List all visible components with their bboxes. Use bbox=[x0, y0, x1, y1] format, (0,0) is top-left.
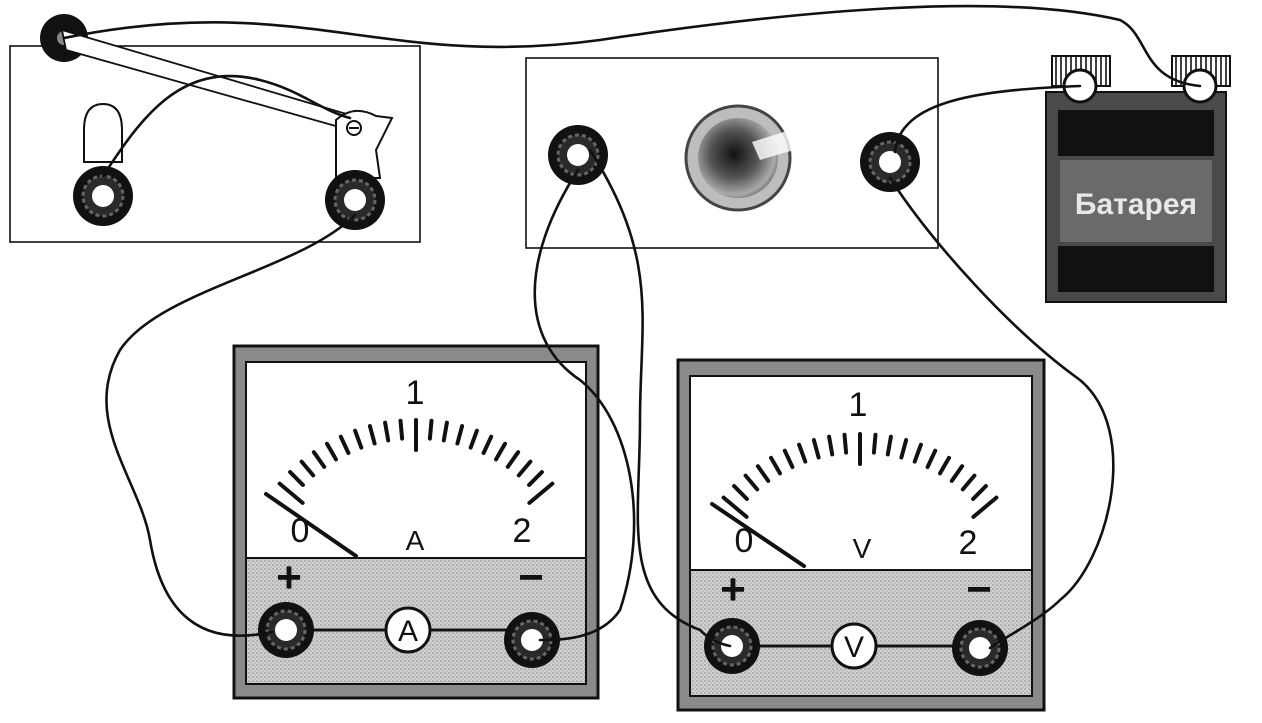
voltmeter-tick bbox=[732, 484, 749, 501]
wire-lamp-to-voltmeter-minus bbox=[888, 176, 1115, 650]
ammeter-tick bbox=[527, 470, 544, 487]
voltmeter-tick bbox=[755, 464, 771, 483]
wire-lamp-to-ammeter bbox=[533, 168, 636, 642]
ammeter-tick bbox=[325, 441, 338, 462]
ammeter-tick bbox=[468, 428, 479, 450]
lamp-bulb bbox=[684, 104, 794, 212]
ammeter-tick bbox=[505, 450, 521, 469]
voltmeter-tick bbox=[925, 448, 938, 469]
ammeter-badge-letter: A bbox=[398, 615, 418, 648]
ammeter-badge bbox=[384, 606, 432, 654]
ammeter-tick bbox=[299, 459, 316, 478]
ammeter-terminal-plus[interactable] bbox=[258, 602, 314, 658]
voltmeter-tick bbox=[938, 455, 951, 476]
switch-left-contact bbox=[83, 102, 123, 163]
voltmeter-minus-sign: − bbox=[966, 565, 992, 614]
voltmeter-tick bbox=[960, 473, 977, 492]
ammeter-terminal-minus[interactable] bbox=[504, 612, 560, 668]
ammeter-plus-sign: + bbox=[276, 553, 302, 602]
voltmeter-badge bbox=[830, 622, 878, 670]
voltmeter-scale-label-0: 0 bbox=[735, 522, 754, 560]
wire-lamp-to-battery bbox=[893, 84, 1082, 154]
switch-terminal-right[interactable] bbox=[325, 170, 385, 230]
wire-switch-to-ammeter bbox=[105, 213, 357, 638]
voltmeter-needle bbox=[710, 502, 806, 568]
wire-lamp-to-voltmeter bbox=[588, 148, 732, 648]
voltmeter-tick bbox=[912, 442, 923, 464]
voltmeter: 0 1 2 V + − V bbox=[676, 358, 1046, 712]
voltmeter-terminal-minus[interactable] bbox=[952, 620, 1008, 676]
voltmeter-tick bbox=[827, 434, 835, 457]
ammeter-needle bbox=[264, 492, 358, 558]
voltmeter-tick bbox=[842, 432, 849, 455]
voltmeter-tick bbox=[971, 495, 999, 519]
ammeter-tick bbox=[367, 424, 377, 446]
voltmeter-face bbox=[689, 375, 1033, 571]
ammeter-scale bbox=[277, 418, 555, 505]
ammeter-tick bbox=[481, 434, 494, 455]
voltmeter-scale-label-2: 2 bbox=[959, 524, 978, 562]
switch-terminal-left[interactable] bbox=[73, 166, 133, 226]
voltmeter-tick bbox=[769, 455, 782, 476]
ammeter-tick bbox=[398, 418, 405, 441]
voltmeter-tick bbox=[899, 438, 909, 460]
voltmeter-tick bbox=[743, 473, 760, 492]
voltmeter-tick bbox=[949, 464, 965, 483]
lamp-terminal-right[interactable] bbox=[860, 132, 920, 192]
lamp-board bbox=[525, 57, 939, 249]
switch-board bbox=[9, 14, 421, 243]
ammeter-tick bbox=[277, 481, 305, 505]
ammeter: 0 1 2 A + − A bbox=[232, 344, 600, 700]
ammeter-scale-label-1: 1 bbox=[406, 374, 425, 412]
battery: Батарея bbox=[1045, 55, 1231, 303]
ammeter-minus-sign: − bbox=[518, 553, 544, 602]
ammeter-tick bbox=[338, 434, 351, 455]
lamp-terminal-left[interactable] bbox=[548, 125, 608, 185]
voltmeter-terminal-plus[interactable] bbox=[704, 618, 760, 674]
ammeter-tick bbox=[441, 420, 449, 443]
ammeter-tick bbox=[311, 450, 327, 469]
voltmeter-tick bbox=[885, 434, 893, 457]
voltmeter-unit-letter: V bbox=[853, 533, 872, 564]
voltmeter-badge-letter: V bbox=[844, 631, 864, 664]
wires bbox=[62, 4, 1202, 650]
ammeter-tick bbox=[353, 428, 364, 450]
ammeter-tick bbox=[427, 418, 434, 441]
voltmeter-scale-label-1: 1 bbox=[849, 386, 868, 424]
voltmeter-tick bbox=[797, 442, 808, 464]
ammeter-tick bbox=[516, 459, 533, 478]
battery-label: Батарея bbox=[1075, 188, 1197, 221]
ammeter-tick bbox=[288, 470, 305, 487]
ammeter-tick bbox=[494, 441, 507, 462]
ammeter-unit-letter: A bbox=[406, 525, 425, 556]
ammeter-tick bbox=[455, 424, 465, 446]
ammeter-tick bbox=[527, 481, 555, 505]
ammeter-tick bbox=[383, 420, 391, 443]
voltmeter-plus-sign: + bbox=[720, 565, 746, 614]
wire-knob-to-battery bbox=[62, 4, 1202, 88]
voltmeter-tick bbox=[811, 438, 821, 460]
ammeter-scale-label-2: 2 bbox=[513, 512, 532, 550]
wire-lever-to-switch-left bbox=[101, 74, 352, 178]
voltmeter-tick bbox=[871, 432, 878, 455]
voltmeter-scale bbox=[721, 432, 999, 519]
voltmeter-tick bbox=[782, 448, 795, 469]
voltmeter-tick bbox=[971, 484, 988, 501]
voltmeter-tick bbox=[721, 495, 749, 519]
